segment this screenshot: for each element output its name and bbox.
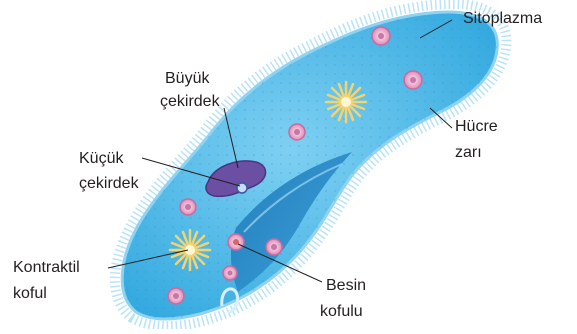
label-kontraktil: Kontraktil — [13, 258, 80, 277]
label-kucuk-cekirdek: çekirdek — [79, 174, 139, 193]
label-besin: Besin — [326, 276, 366, 295]
contractile-vacuole-upper — [326, 82, 366, 122]
cytoplasm-granules — [122, 12, 497, 319]
label-koful: koful — [13, 284, 47, 303]
contractile-vacuole-lower — [170, 230, 210, 270]
label-kofulu: kofulu — [320, 302, 363, 321]
label-sitoplazma: Sitoplazma — [463, 9, 542, 28]
label-buyuk: Büyük — [165, 69, 209, 88]
label-kucuk: Küçük — [79, 149, 123, 168]
micronucleus — [237, 183, 247, 193]
label-buyuk-cekirdek: çekirdek — [160, 92, 220, 111]
label-hucre: Hücre — [455, 117, 498, 136]
label-zari: zarı — [455, 143, 482, 162]
